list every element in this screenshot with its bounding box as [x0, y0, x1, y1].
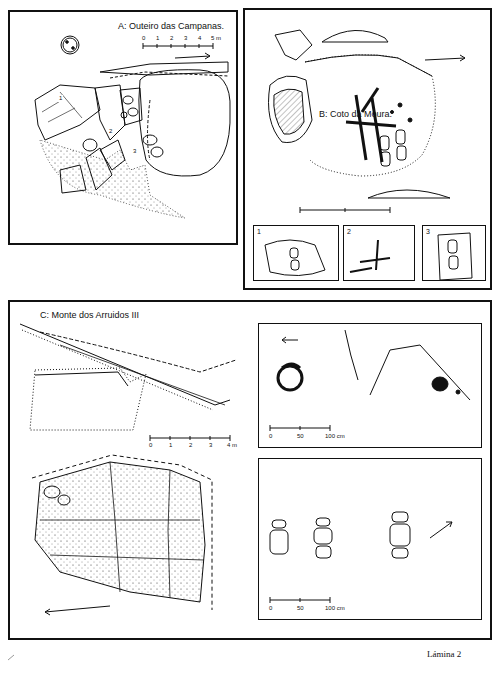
callout-number: 3: [132, 148, 137, 155]
scale-number: 5 m: [210, 35, 222, 42]
scale-number: 100 cm: [325, 433, 345, 440]
scale-number: 0: [148, 442, 153, 449]
inset-number: 2: [347, 228, 351, 236]
callout-number: 2: [108, 128, 113, 135]
plate-number: Lámina 2: [426, 650, 462, 660]
panel-title: A: Outeiro das Campanas.: [118, 22, 224, 32]
scale-number: 2: [188, 442, 193, 449]
panel-title: B: Coto da Moura.: [319, 110, 392, 120]
scale-number: 50: [297, 605, 304, 612]
inset-box: 2: [343, 225, 415, 281]
panel-title: C: Monte dos Arruidos III: [40, 311, 139, 321]
scale-number: 1: [168, 442, 173, 449]
scale-number: 0: [269, 433, 272, 440]
inset-number: 3: [426, 228, 430, 236]
scale-number: 1: [155, 35, 160, 42]
scale-number: 3: [208, 442, 213, 449]
scale-number: 3: [183, 35, 188, 42]
scale-number: 4: [197, 35, 202, 42]
scale-number: 0: [141, 35, 146, 42]
scale-number: 4 m: [226, 442, 238, 449]
scale-number: 50: [297, 433, 304, 440]
inset-box: 3: [422, 225, 486, 281]
scale-number: 2: [169, 35, 174, 42]
callout-number: 1: [58, 95, 63, 102]
scale-number: 100 cm: [325, 605, 345, 612]
panel-frame: C: Monte dos Arruidos III050100 cm050100…: [8, 300, 492, 640]
inset-box: 0 50 100 cm: [258, 323, 482, 448]
inset-box: 0 50 100 cm: [258, 458, 482, 620]
panel-frame: A: Outeiro das Campanas.: [8, 10, 238, 245]
panel-frame: B: Coto da Moura. 1 2 3: [243, 8, 492, 290]
scale-number: 0: [269, 605, 272, 612]
inset-box: 1: [253, 225, 339, 281]
inset-number: 1: [257, 228, 261, 236]
